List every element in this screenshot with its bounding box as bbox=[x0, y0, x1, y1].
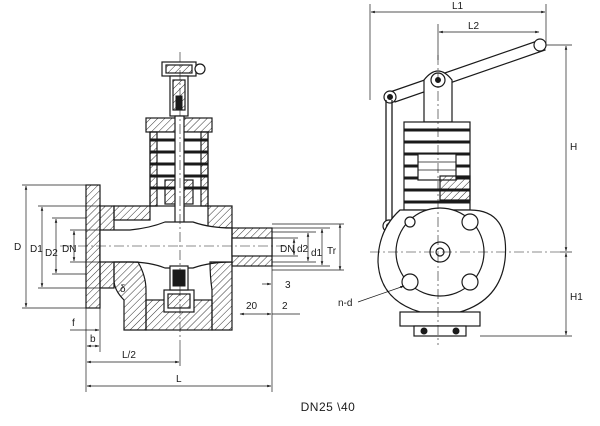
side-dimensions bbox=[357, 4, 572, 337]
side-body bbox=[377, 207, 507, 337]
label-d1: d1 bbox=[311, 248, 323, 259]
right-dimensions bbox=[272, 223, 344, 271]
valve-body bbox=[85, 184, 273, 331]
label-d2: d2 bbox=[297, 244, 309, 255]
label-H: H bbox=[570, 142, 577, 153]
label-H1: H1 bbox=[570, 292, 583, 303]
label-f: f bbox=[72, 318, 75, 329]
label-dim-20: 20 bbox=[246, 301, 258, 312]
label-delta: δ bbox=[120, 284, 126, 295]
label-Tr: Tr bbox=[327, 246, 337, 257]
left-dimensions bbox=[22, 184, 100, 309]
label-L1: L1 bbox=[452, 1, 464, 12]
label-dim-3: 3 bbox=[285, 280, 291, 291]
label-b: b bbox=[90, 334, 96, 345]
label-D2: D2 bbox=[45, 248, 58, 259]
bottom-dimensions bbox=[70, 266, 300, 392]
label-dim-2: 2 bbox=[282, 301, 288, 312]
label-L2: L2 bbox=[468, 21, 480, 32]
side-spring-housing bbox=[403, 121, 471, 211]
label-n-d: n-d bbox=[338, 298, 352, 309]
drawing-caption: DN25 \40 bbox=[0, 400, 600, 414]
caption-text: DN25 \40 bbox=[300, 400, 356, 414]
label-DN-left: DN bbox=[62, 244, 76, 255]
top-lever-assembly bbox=[161, 61, 206, 117]
label-D1: D1 bbox=[30, 244, 43, 255]
label-L-half: L/2 bbox=[122, 350, 136, 361]
side-view: L1 L2 H H1 n-d bbox=[338, 1, 583, 345]
label-D: D bbox=[14, 242, 21, 253]
label-L: L bbox=[176, 374, 182, 385]
section-view: D D1 D2 DN DN d2 d1 Tr 3 20 2 f b L/2 L … bbox=[14, 52, 344, 392]
label-DN-right: DN bbox=[280, 244, 294, 255]
